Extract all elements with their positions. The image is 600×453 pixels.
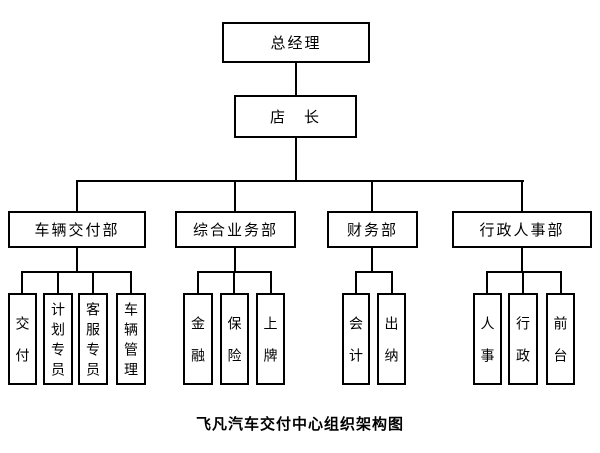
connector-dept4-down <box>521 248 523 273</box>
node-dept-vehicle-delivery: 车辆交付部 <box>8 211 146 248</box>
connector-manager-trunk <box>295 137 297 182</box>
node-general-manager: 总经理 <box>222 22 370 63</box>
connector-stub-customer-service <box>92 273 94 293</box>
connector-stub-accounting <box>355 273 357 293</box>
node-vehicle-management-label: 车辆管理 <box>123 302 139 382</box>
node-cashier: 出纳 <box>377 293 406 385</box>
connector-stub-cashier <box>391 273 393 293</box>
connector-dept4-bus <box>486 271 562 273</box>
node-insurance-label: 保险 <box>226 316 243 380</box>
node-store-manager: 店 长 <box>234 95 357 138</box>
node-hr: 人事 <box>473 293 502 385</box>
connector-stub-hr <box>486 273 488 293</box>
connector-dept1-bus <box>21 271 132 273</box>
node-delivery-label: 交付 <box>14 316 31 380</box>
node-cashier-label: 出纳 <box>383 316 400 380</box>
connector-departments-bus <box>76 180 524 182</box>
connector-stub-dept-4 <box>521 182 523 211</box>
connector-stub-insurance <box>233 273 235 293</box>
node-customer-service-specialist-label: 客服专员 <box>85 302 101 382</box>
node-store-manager-label: 店 长 <box>269 109 321 126</box>
connector-stub-financing <box>197 273 199 293</box>
connector-stub-delivery <box>21 273 23 293</box>
connector-stub-dept-1 <box>76 182 78 211</box>
connector-stub-front-desk <box>560 273 562 293</box>
node-accounting: 会计 <box>342 293 370 385</box>
node-dept-admin-hr-label: 行政人事部 <box>479 222 565 239</box>
connector-ceo-to-manager <box>295 61 297 96</box>
connector-stub-vehicle-mgmt <box>130 273 132 293</box>
node-dept-general-business: 综合业务部 <box>175 211 296 248</box>
node-general-manager-label: 总经理 <box>270 35 322 52</box>
node-dept-general-business-label: 综合业务部 <box>192 222 278 239</box>
node-insurance: 保险 <box>220 293 249 385</box>
node-front-desk: 前台 <box>546 293 575 385</box>
node-plate-registration: 上牌 <box>256 293 285 385</box>
node-hr-label: 人事 <box>479 316 496 380</box>
connector-dept1-down <box>76 248 78 273</box>
connector-dept2-bus <box>197 271 272 273</box>
connector-stub-plate <box>270 273 272 293</box>
connector-dept2-down <box>234 248 236 273</box>
node-accounting-label: 会计 <box>348 316 364 380</box>
node-dept-finance-label: 财务部 <box>346 222 398 239</box>
node-dept-admin-hr: 行政人事部 <box>452 211 592 248</box>
node-vehicle-management: 车辆管理 <box>116 293 146 385</box>
connector-stub-admin <box>522 273 524 293</box>
connector-dept3-bus <box>355 271 393 273</box>
node-financing: 金融 <box>183 293 213 385</box>
connector-stub-dept-3 <box>371 182 373 211</box>
node-customer-service-specialist: 客服专员 <box>78 293 108 385</box>
connector-stub-dept-2 <box>234 182 236 211</box>
node-front-desk-label: 前台 <box>552 316 569 380</box>
chart-caption: 飞凡汽车交付中心组织架构图 <box>195 416 404 433</box>
node-admin: 行政 <box>508 293 538 385</box>
node-dept-finance: 财务部 <box>327 211 418 248</box>
node-delivery: 交付 <box>8 293 37 385</box>
connector-dept3-down <box>371 248 373 273</box>
node-financing-label: 金融 <box>190 316 206 380</box>
node-plate-registration-label: 上牌 <box>262 316 279 380</box>
connector-stub-planning <box>57 273 59 293</box>
node-planning-specialist-label: 计划专员 <box>50 302 66 382</box>
node-admin-label: 行政 <box>515 316 531 380</box>
node-dept-vehicle-delivery-label: 车辆交付部 <box>34 222 120 239</box>
node-planning-specialist: 计划专员 <box>43 293 73 385</box>
